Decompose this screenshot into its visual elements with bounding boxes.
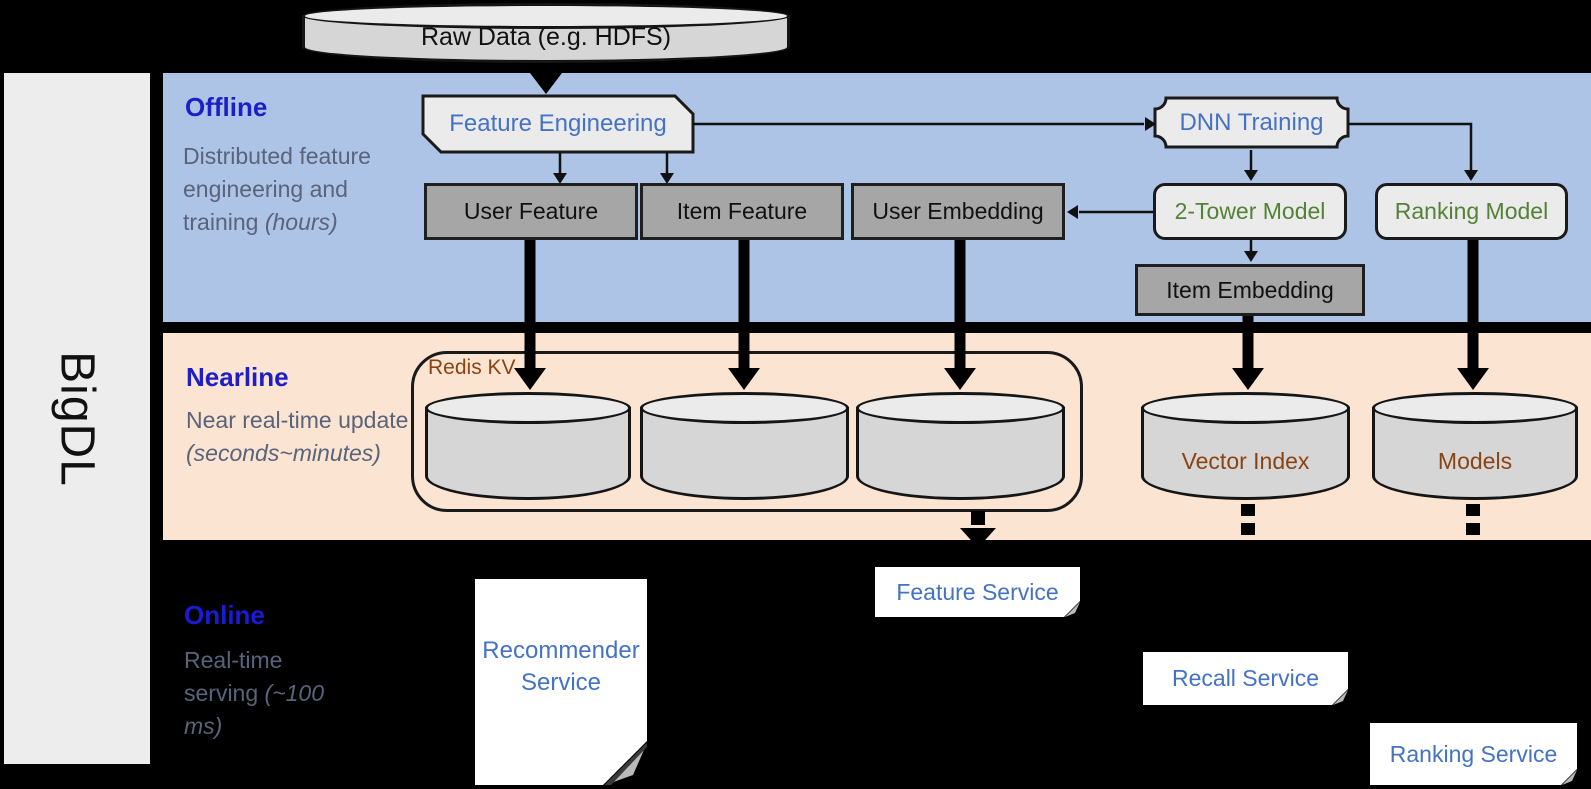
- offline-description-text: Distributed feature engineering and trai…: [183, 143, 371, 235]
- folded-corner-icon: [1064, 601, 1080, 617]
- recall-service-node: Recall Service: [1143, 652, 1348, 705]
- cylinder-top: [1141, 392, 1350, 424]
- bigdl-stage-bar: BigDL: [4, 73, 150, 764]
- vector-index-label: Vector Index: [1181, 447, 1310, 474]
- ranking-model-node: Ranking Model: [1375, 183, 1568, 240]
- raw-data-label: Raw Data (e.g. HDFS): [420, 22, 672, 51]
- dnn-training-node: DNN Training: [1179, 108, 1324, 136]
- online-description: Real-time serving (~100 ms): [184, 644, 349, 743]
- bigdl-stage-label: BigDL: [50, 350, 104, 487]
- redis-store-1: [425, 392, 631, 500]
- online-duration: (~100 ms): [184, 680, 325, 739]
- cylinder-top: [302, 3, 790, 29]
- cylinder-top: [425, 392, 631, 424]
- cylinder-top: [640, 392, 849, 424]
- feature-engineering-node: Feature Engineering: [449, 110, 667, 137]
- item-feature-node: Item Feature: [640, 183, 844, 240]
- nearline-duration: (seconds~minutes): [186, 440, 381, 466]
- redis-store-2: [640, 392, 849, 500]
- online-title: Online: [184, 600, 265, 630]
- two-tower-model-node: 2-Tower Model: [1153, 183, 1347, 240]
- feature-service-label: Feature Service: [896, 578, 1059, 605]
- offline-duration: (hours): [264, 209, 338, 235]
- recall-service-label: Recall Service: [1172, 665, 1319, 691]
- offline-title: Offline: [185, 92, 268, 122]
- nearline-title: Nearline: [186, 362, 289, 392]
- folded-corner-icon: [1332, 689, 1348, 705]
- models-store: Models: [1372, 392, 1578, 500]
- folded-corner-icon: [1561, 769, 1577, 785]
- cylinder-top: [856, 392, 1065, 424]
- recommender-service-node: Recommender Service: [475, 579, 647, 785]
- ranking-service-label: Ranking Service: [1389, 740, 1558, 767]
- nearline-description: Near real-time update (seconds~minutes): [186, 404, 436, 470]
- models-label: Models: [1437, 447, 1513, 474]
- user-feature-node: User Feature: [424, 183, 638, 240]
- recommender-service-label: Recommender Service: [482, 637, 640, 696]
- raw-data-store: Raw Data (e.g. HDFS): [302, 3, 790, 63]
- ranking-service-node: Ranking Service: [1370, 723, 1577, 785]
- user-embedding-node: User Embedding: [851, 183, 1065, 240]
- online-description-text: Real-time serving: [184, 647, 283, 706]
- item-embedding-node: Item Embedding: [1135, 264, 1365, 316]
- redis-kv-label: Redis KV: [428, 356, 516, 379]
- vector-index-store: Vector Index: [1141, 392, 1350, 500]
- cylinder-top: [1372, 392, 1578, 424]
- feature-service-node: Feature Service: [875, 567, 1080, 617]
- redis-store-3: [856, 392, 1065, 500]
- folded-corner-icon: [603, 741, 647, 785]
- nearline-description-text: Near real-time update: [186, 407, 409, 433]
- offline-description: Distributed feature engineering and trai…: [183, 140, 428, 239]
